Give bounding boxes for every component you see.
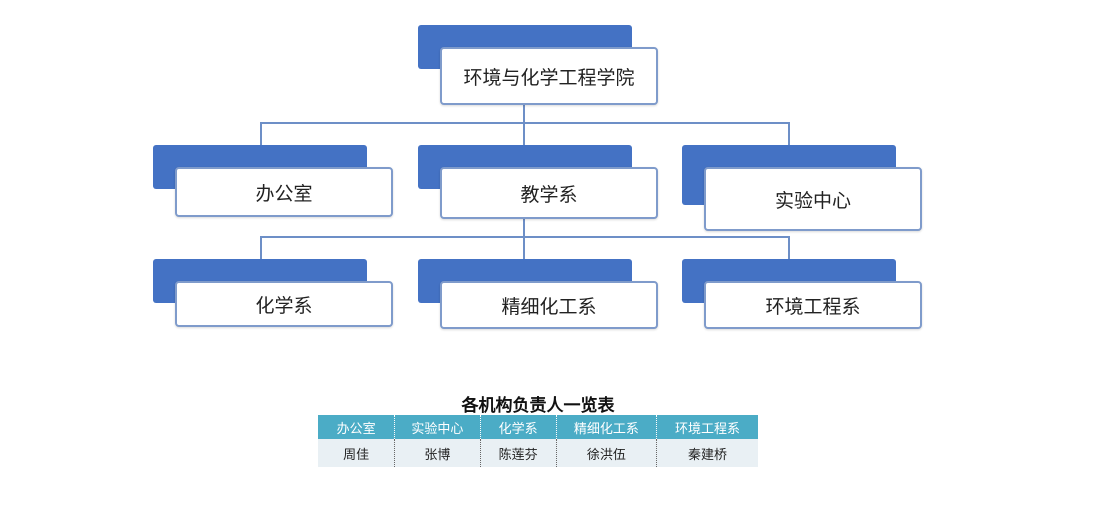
node-lab-center-label: 实验中心: [704, 167, 922, 231]
node-chemistry: 化学系: [153, 259, 393, 337]
connector-chemistry: [260, 236, 262, 260]
table-header-cell: 精细化工系: [556, 415, 657, 439]
node-env-eng: 环境工程系: [682, 259, 922, 337]
table-header-row: 办公室 实验中心 化学系 精细化工系 环境工程系: [318, 415, 758, 439]
connector-level1-horizontal: [260, 122, 790, 124]
table-header-cell: 化学系: [480, 415, 557, 439]
node-root: 环境与化学工程学院: [418, 25, 658, 105]
table-title: 各机构负责人一览表: [461, 396, 615, 416]
table-header-cell: 办公室: [318, 415, 396, 439]
node-lab-center: 实验中心: [682, 145, 922, 231]
connector-teaching-vertical: [523, 216, 525, 238]
node-root-label: 环境与化学工程学院: [440, 47, 658, 105]
table-cell: 秦建桥: [656, 439, 758, 467]
connector-lab: [788, 122, 790, 146]
node-teaching-label: 教学系: [440, 167, 658, 219]
table-header-cell: 环境工程系: [656, 415, 758, 439]
node-env-eng-label: 环境工程系: [704, 281, 922, 329]
node-teaching: 教学系: [418, 145, 658, 223]
connector-fine-chem: [523, 236, 525, 260]
connector-teaching: [523, 122, 525, 146]
org-chart: 环境与化学工程学院 办公室 教学系 实验中心 化学系 精细化工系 环境工程系: [153, 25, 922, 337]
connector-level2-horizontal: [260, 236, 790, 238]
table-cell: 周佳: [318, 439, 396, 467]
table-cell: 陈莲芬: [480, 439, 557, 467]
table-row: 周佳 张博 陈莲芬 徐洪伍 秦建桥: [318, 439, 758, 467]
node-fine-chem-label: 精细化工系: [440, 281, 658, 329]
table-cell: 徐洪伍: [556, 439, 657, 467]
table-cell: 张博: [394, 439, 481, 467]
leaders-table: 办公室 实验中心 化学系 精细化工系 环境工程系 周佳 张博 陈莲芬 徐洪伍 秦…: [318, 415, 758, 467]
node-fine-chem: 精细化工系: [418, 259, 658, 337]
connector-office: [260, 122, 262, 146]
node-chemistry-label: 化学系: [175, 281, 393, 327]
node-office: 办公室: [153, 145, 393, 223]
connector-root-vertical: [523, 102, 525, 124]
node-office-label: 办公室: [175, 167, 393, 217]
table-header-cell: 实验中心: [394, 415, 481, 439]
connector-env-eng: [788, 236, 790, 260]
